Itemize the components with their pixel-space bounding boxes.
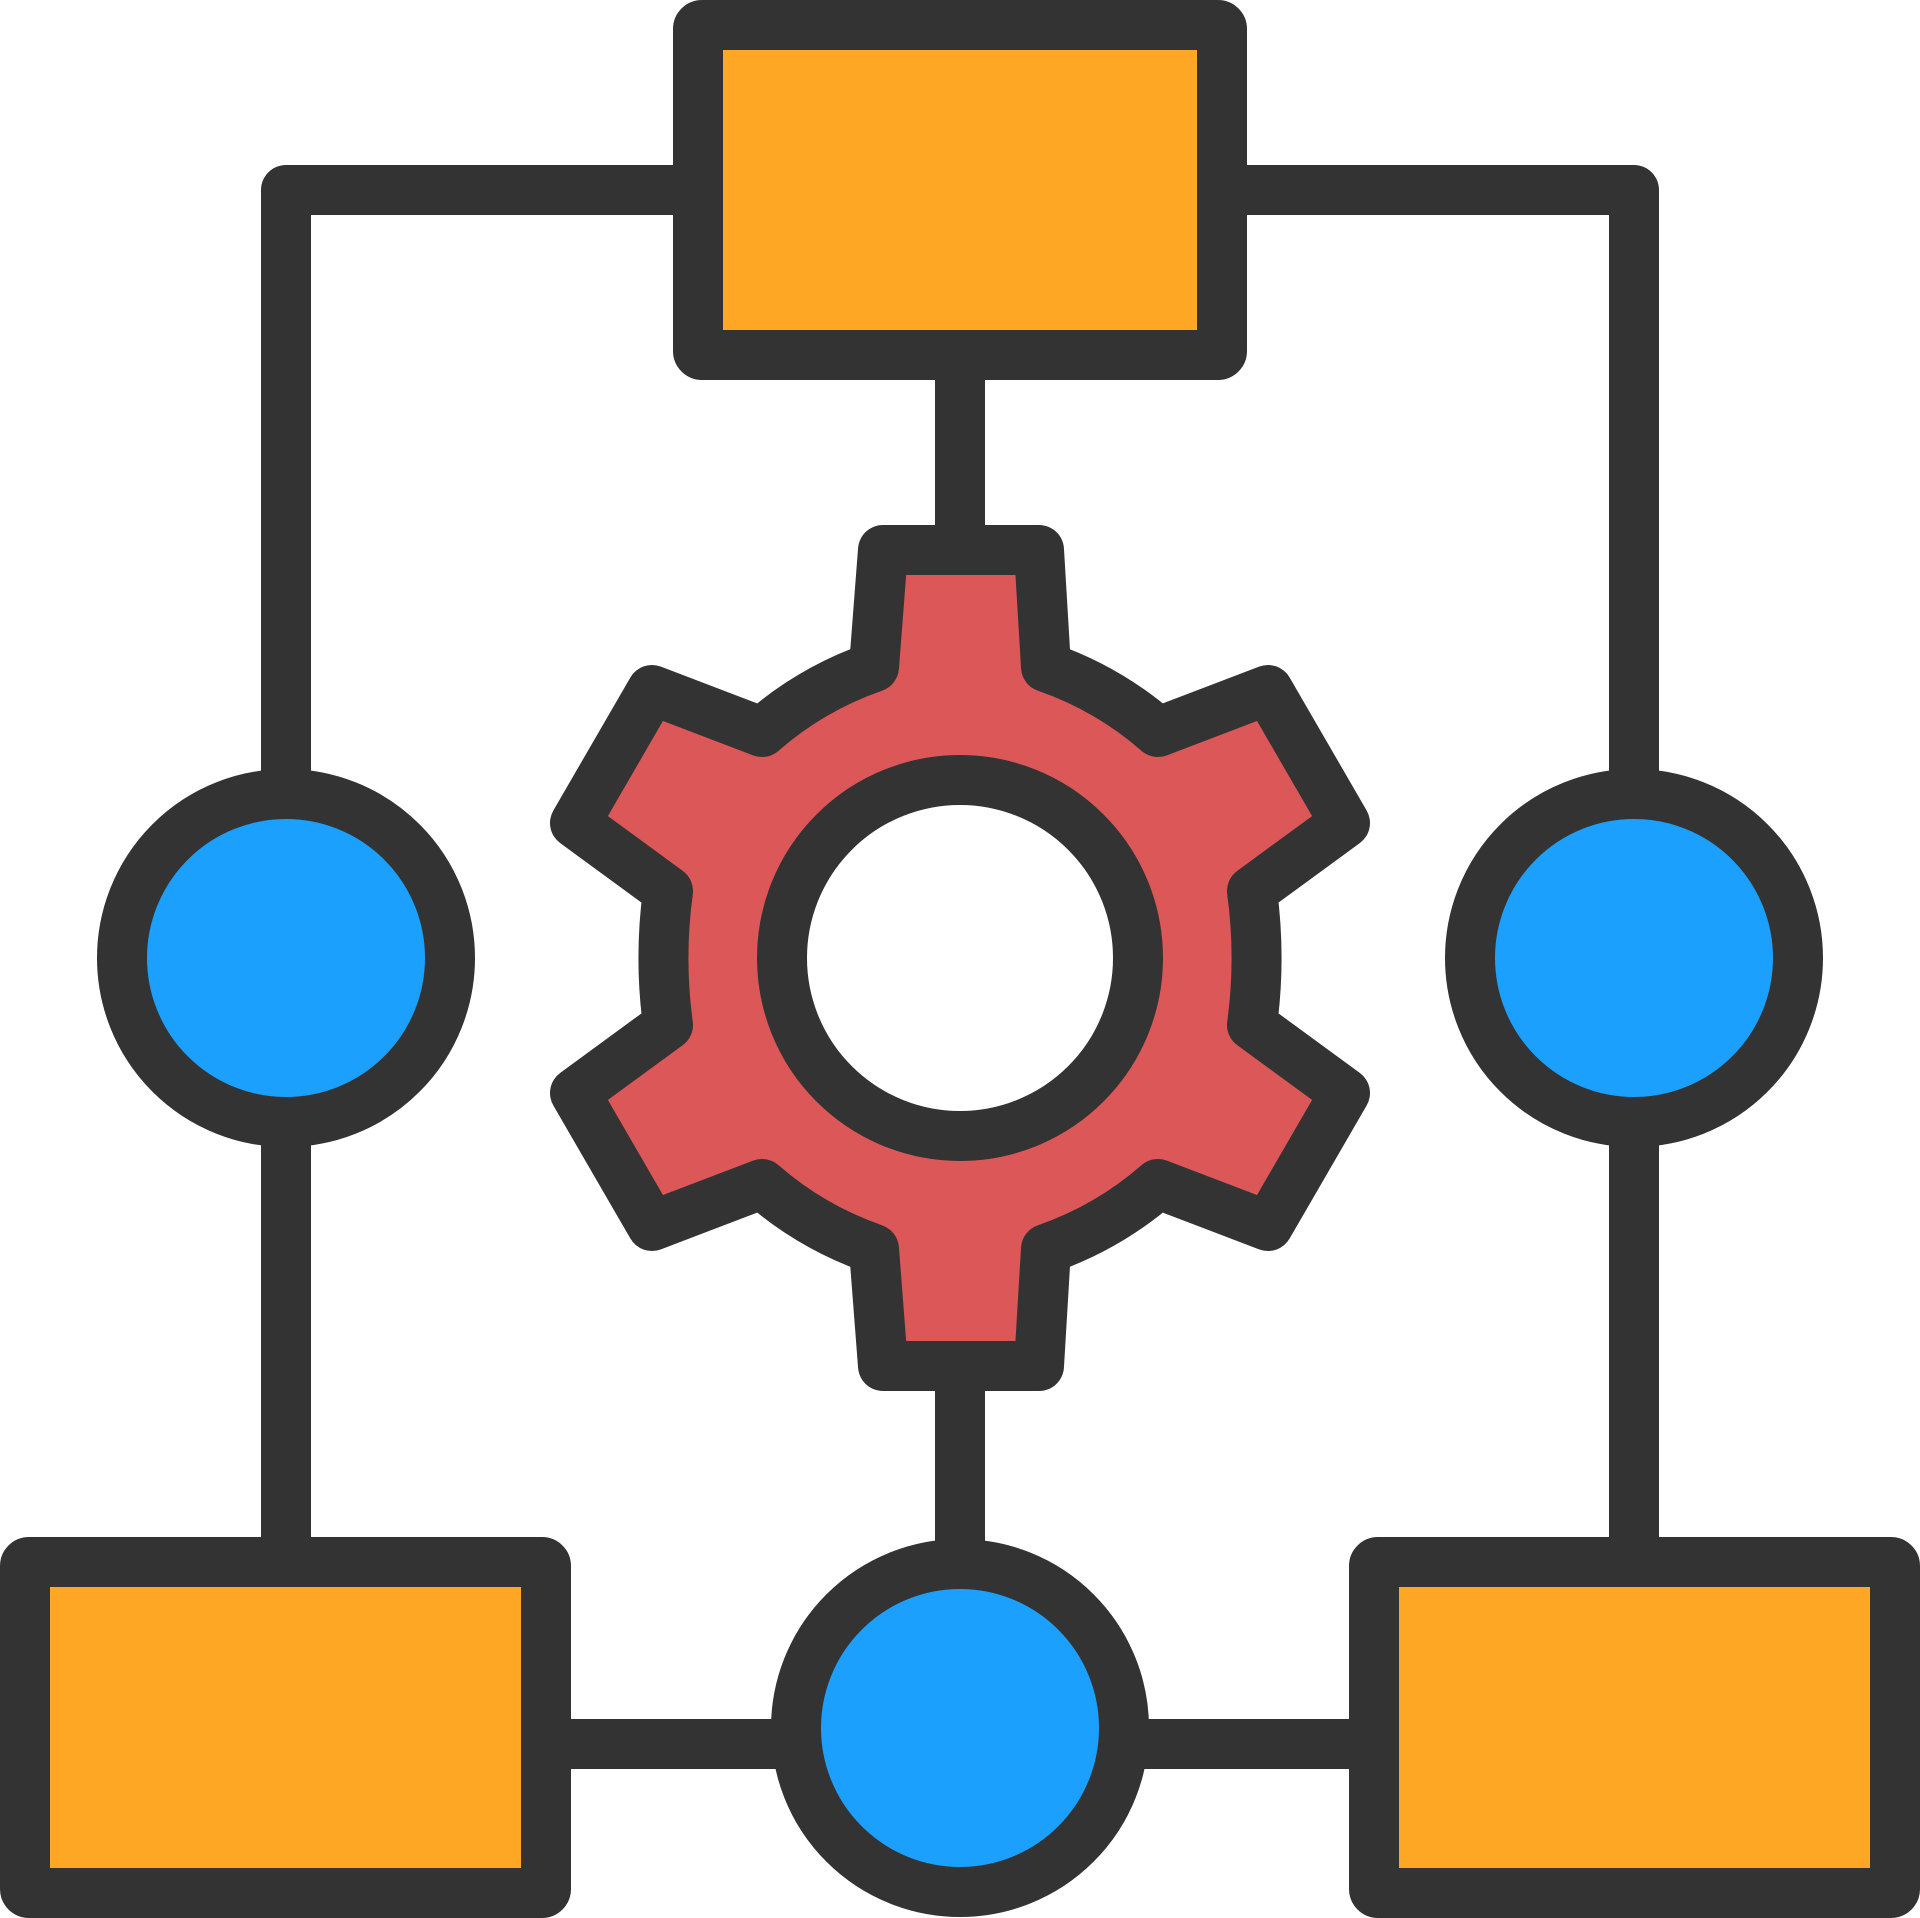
connector-lines [261,165,1659,1769]
bottom-left-box [0,1537,571,1918]
left-node [97,769,475,1147]
gear-center-hole [757,755,1163,1161]
bottom-node [771,1539,1149,1917]
bottom-right-box [1349,1537,1920,1918]
top-box [673,0,1247,380]
connector-top-to-left [261,165,698,790]
right-node [1445,769,1823,1147]
connector-top-to-right [1222,165,1659,790]
